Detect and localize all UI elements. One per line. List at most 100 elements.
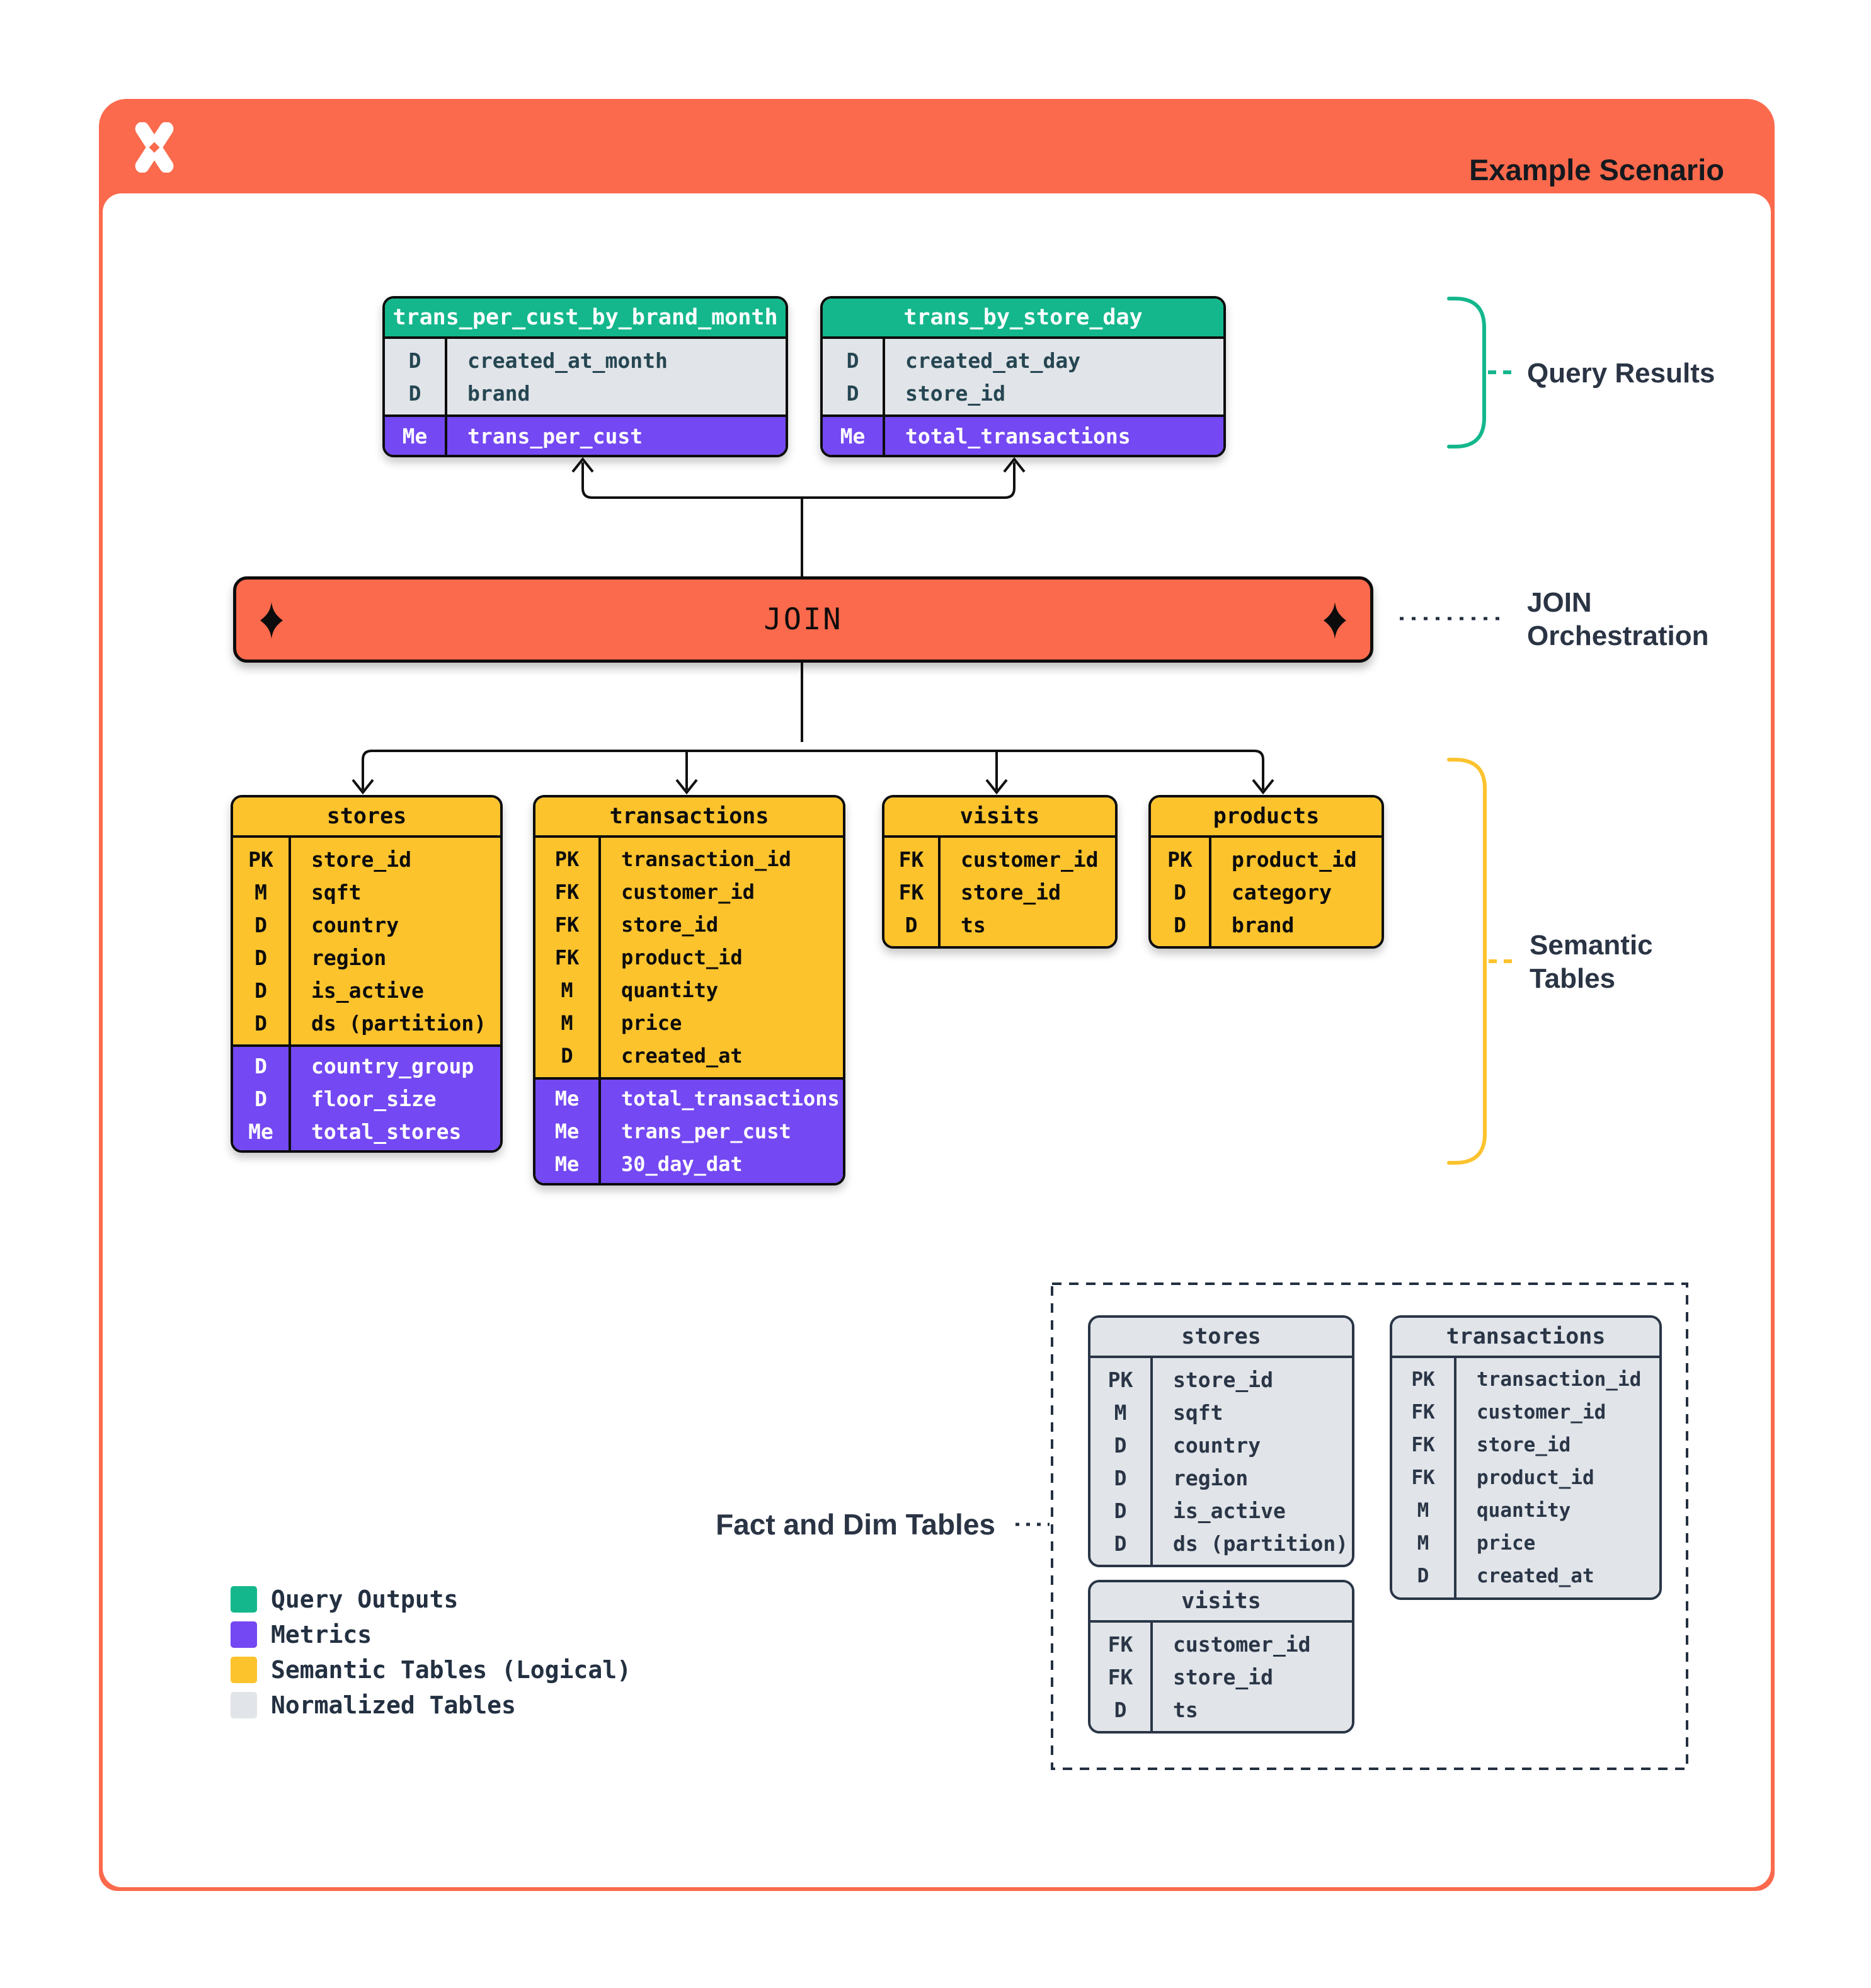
field-key: FK [1107, 1664, 1133, 1689]
field-name: total_transactions [621, 1087, 840, 1111]
legend-swatch-icon [231, 1692, 257, 1718]
field-name: customer_id [1477, 1401, 1606, 1424]
field-name: product_id [1232, 847, 1357, 872]
field-name: store_id [1477, 1434, 1571, 1456]
field-key: D [255, 978, 267, 1003]
legend-item: Normalized Tables [231, 1688, 631, 1723]
field-key: D [1174, 912, 1186, 937]
field-name: total_stores [311, 1119, 462, 1144]
field-name: country [1173, 1432, 1261, 1458]
legend-swatch-icon [231, 1621, 257, 1648]
join-label: JOIN [764, 602, 843, 637]
field-key: M [561, 978, 573, 1002]
field-key: D [846, 348, 859, 373]
field-key: D [408, 380, 421, 406]
field-name: product_id [621, 945, 743, 969]
field-key: Me [554, 1087, 580, 1111]
field-name: sqft [1173, 1400, 1223, 1425]
field-key: M [561, 1011, 573, 1035]
field-key: D [1417, 1565, 1429, 1587]
field-key: M [1417, 1499, 1429, 1522]
fact-dim-label: Fact and Dim Tables [716, 1508, 995, 1541]
field-key: FK [1411, 1466, 1435, 1489]
app-logo-icon [129, 122, 180, 173]
field-name: price [621, 1011, 682, 1035]
field-name: customer_id [961, 847, 1099, 872]
legend: Query Outputs Metrics Semantic Tables (L… [231, 1582, 631, 1723]
field-name: country [311, 912, 399, 937]
field-name: ds (partition) [311, 1010, 487, 1036]
field-name: quantity [621, 978, 719, 1002]
field-key: M [1417, 1532, 1429, 1555]
field-name: transaction_id [621, 847, 791, 871]
field-key: D [255, 1053, 267, 1078]
query-results-label: Query Results [1527, 358, 1715, 389]
table-title: trans_by_store_day [823, 299, 1223, 339]
field-key: FK [554, 945, 580, 969]
field-name: ts [1173, 1697, 1198, 1722]
legend-label: Metrics [271, 1621, 372, 1648]
table-title: stores [233, 797, 500, 838]
field-key: FK [554, 880, 580, 904]
table-title: transactions [1392, 1318, 1659, 1358]
field-name: region [311, 945, 387, 970]
field-key: D [1114, 1697, 1127, 1722]
field-key: D [408, 348, 421, 373]
page-title: Example Scenario [1469, 153, 1724, 186]
field-key: D [846, 380, 859, 406]
field-name: customer_id [621, 880, 755, 904]
field-name: country_group [311, 1053, 474, 1078]
legend-item: Semantic Tables (Logical) [231, 1652, 631, 1688]
field-key: PK [1167, 847, 1193, 872]
field-key: Me [840, 423, 866, 448]
legend-item: Metrics [231, 1617, 631, 1652]
field-name: floor_size [311, 1086, 437, 1111]
field-key: FK [1107, 1631, 1133, 1657]
legend-swatch-icon [231, 1586, 257, 1613]
field-name: transaction_id [1477, 1368, 1642, 1391]
field-name: is_active [311, 978, 424, 1003]
field-key: Me [554, 1119, 580, 1143]
legend-swatch-icon [231, 1657, 257, 1683]
field-name: 30_day_dat [621, 1152, 743, 1176]
field-key: Me [554, 1152, 580, 1176]
sparkle-diamond-icon [260, 602, 283, 639]
field-name: brand [1232, 912, 1295, 937]
field-key: D [255, 1010, 267, 1036]
table-row: Me 30_day_dat [535, 1148, 843, 1180]
field-name: ds (partition) [1173, 1531, 1349, 1556]
